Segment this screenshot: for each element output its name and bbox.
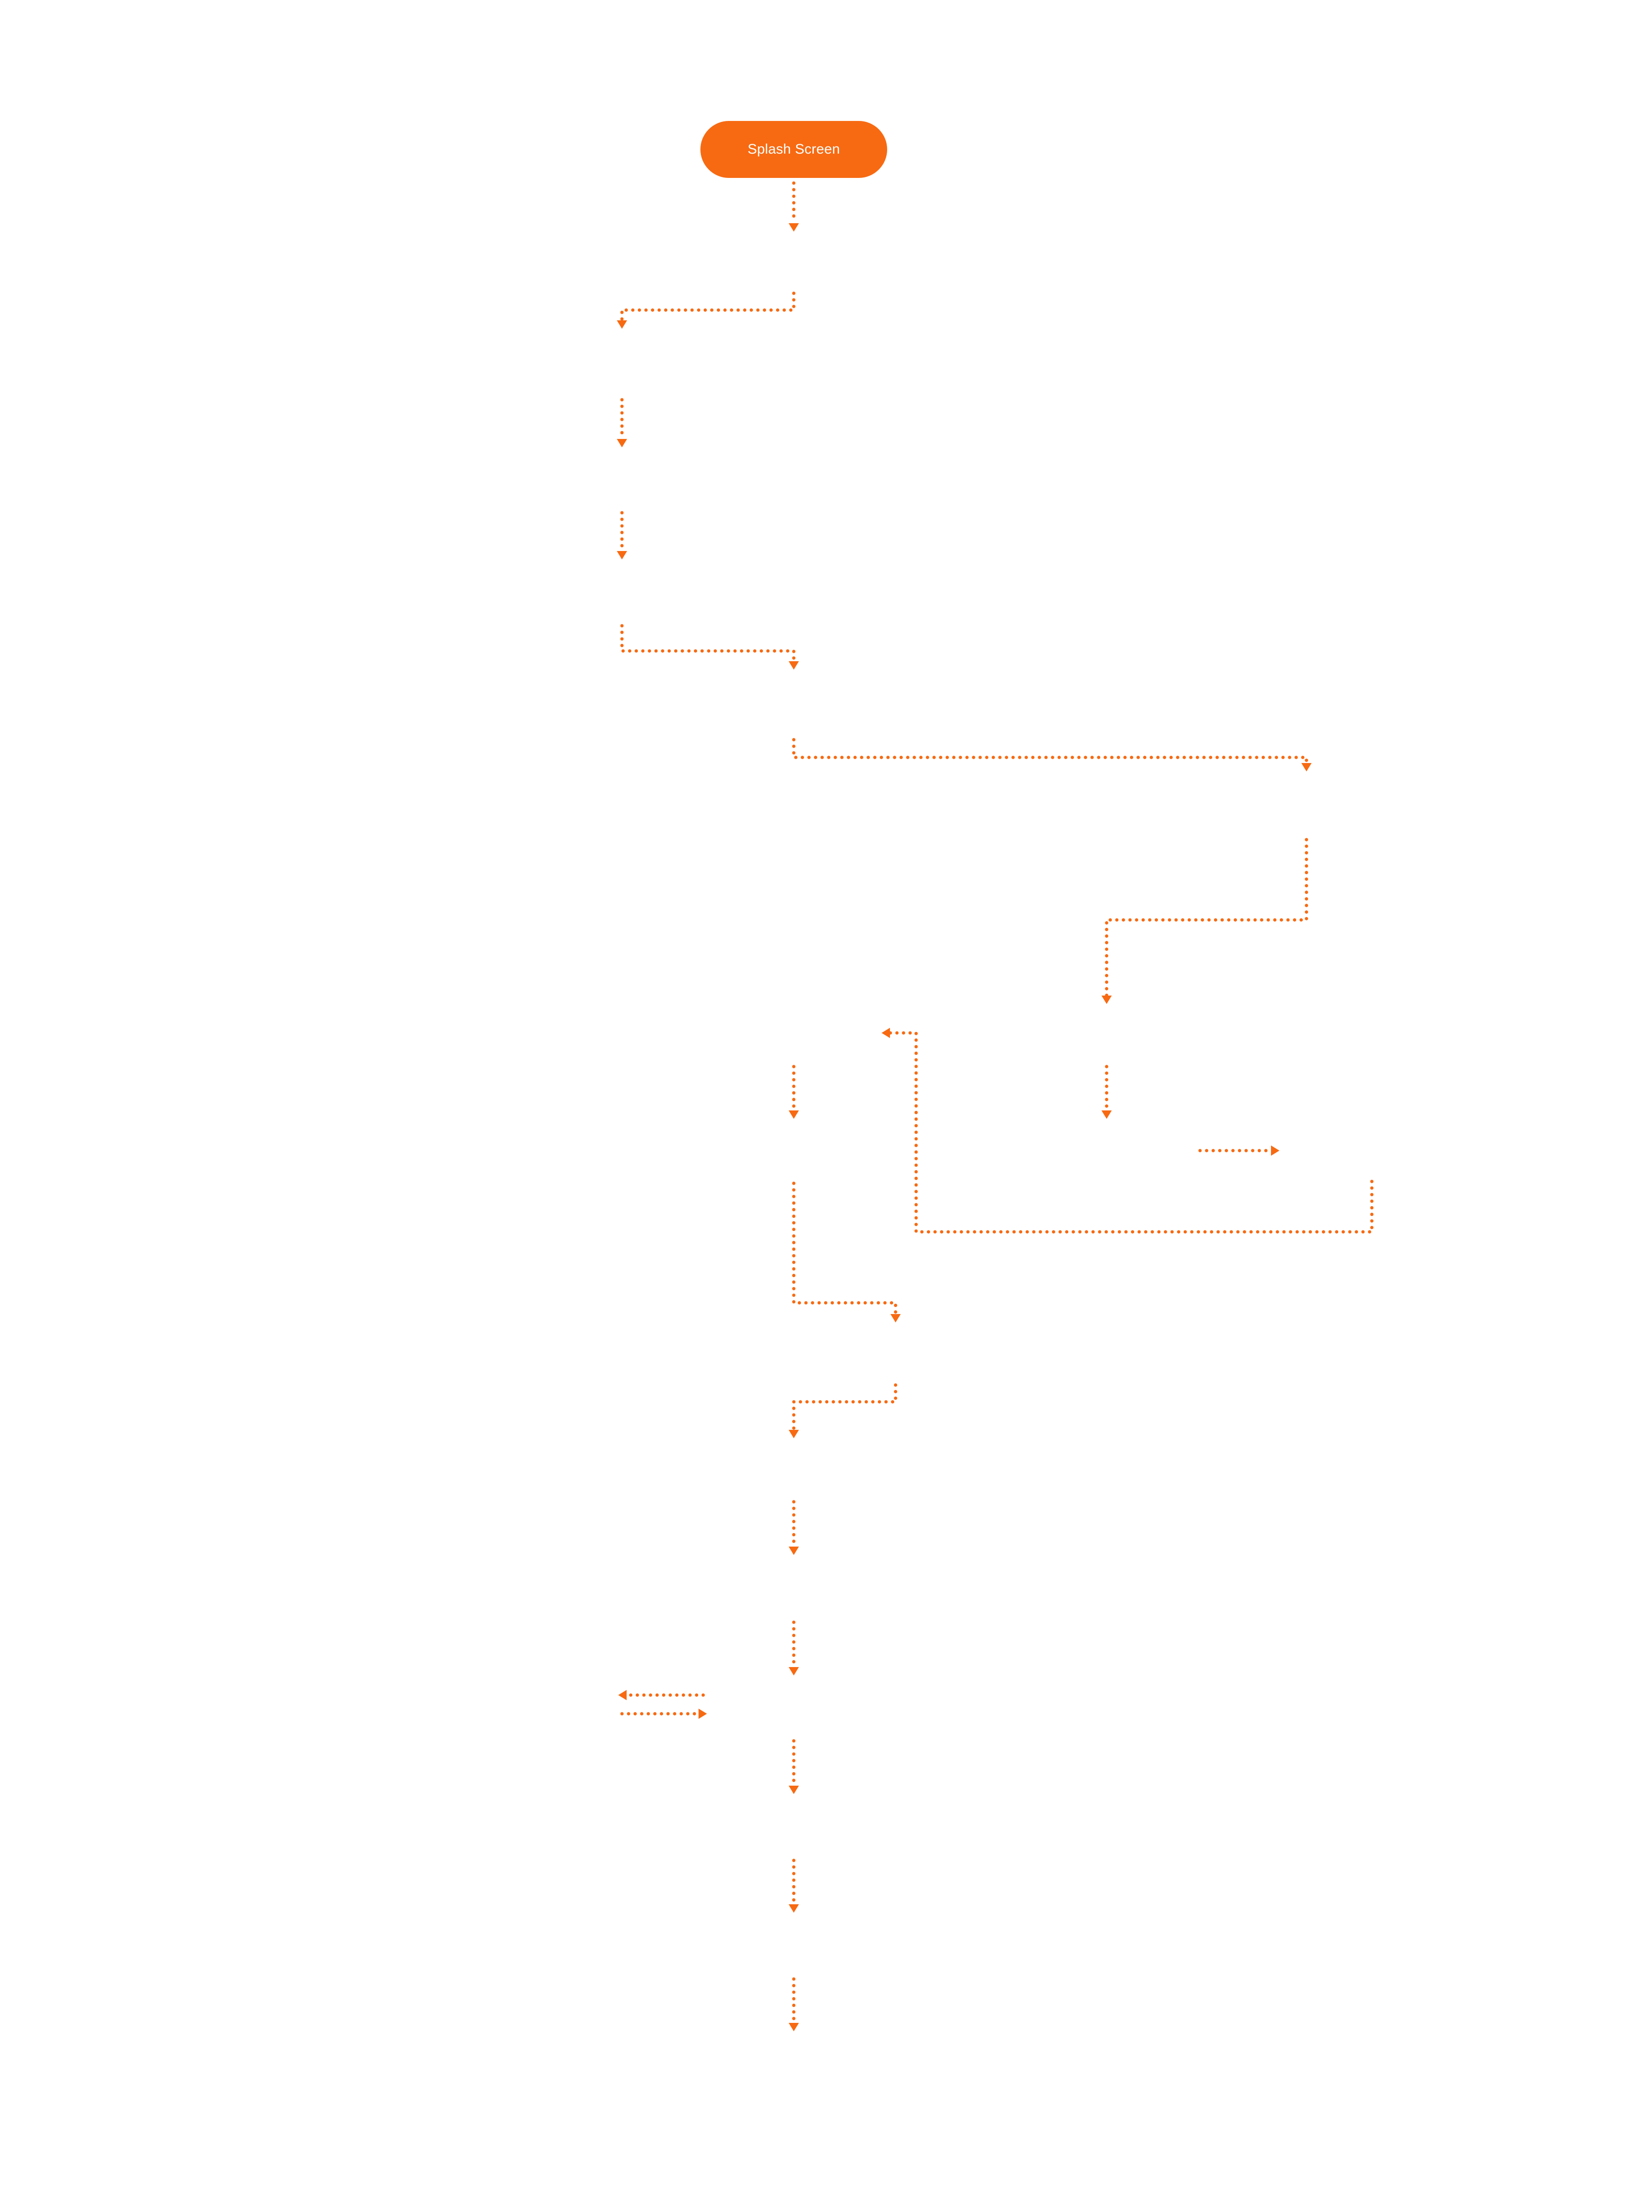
connector-elbow-left-1: [620, 291, 796, 322]
arrowhead-down-11: [789, 1430, 799, 1438]
connector-elbow-right-long: [792, 738, 1308, 764]
arrowhead-right-1: [1271, 1145, 1279, 1156]
connector-elbow-right-1: [620, 624, 796, 663]
arrowhead-down-15: [789, 1904, 799, 1913]
arrowhead-down-8: [789, 1110, 799, 1119]
arrowhead-down-1: [789, 223, 799, 232]
connector-elbow-right-2: [792, 1181, 897, 1316]
arrowhead-down-7: [1101, 996, 1112, 1004]
arrowhead-right-2: [699, 1709, 707, 1719]
arrowhead-down-10: [890, 1314, 901, 1322]
connector-elbow-left-3: [792, 1383, 897, 1431]
arrowhead-down-12: [789, 1547, 799, 1555]
arrowhead-down-3: [617, 439, 627, 447]
arrowhead-down-2: [617, 320, 627, 329]
connector-elbow-left-2: [1105, 838, 1308, 997]
splash-screen-label: Splash Screen: [748, 141, 840, 157]
arrowhead-down-16: [789, 2023, 799, 2031]
connector-loop-back: [887, 1031, 1374, 1234]
arrowhead-down-13: [789, 1667, 799, 1675]
arrowhead-down-4: [617, 551, 627, 559]
arrowhead-down-6: [1301, 763, 1312, 771]
arrowhead-left-2: [618, 1690, 627, 1700]
arrowhead-left-1: [882, 1028, 890, 1038]
arrowhead-down-9: [1101, 1110, 1112, 1119]
splash-screen-node: Splash Screen: [700, 121, 887, 178]
arrowhead-down-14: [789, 1786, 799, 1794]
arrowhead-down-5: [789, 661, 799, 670]
